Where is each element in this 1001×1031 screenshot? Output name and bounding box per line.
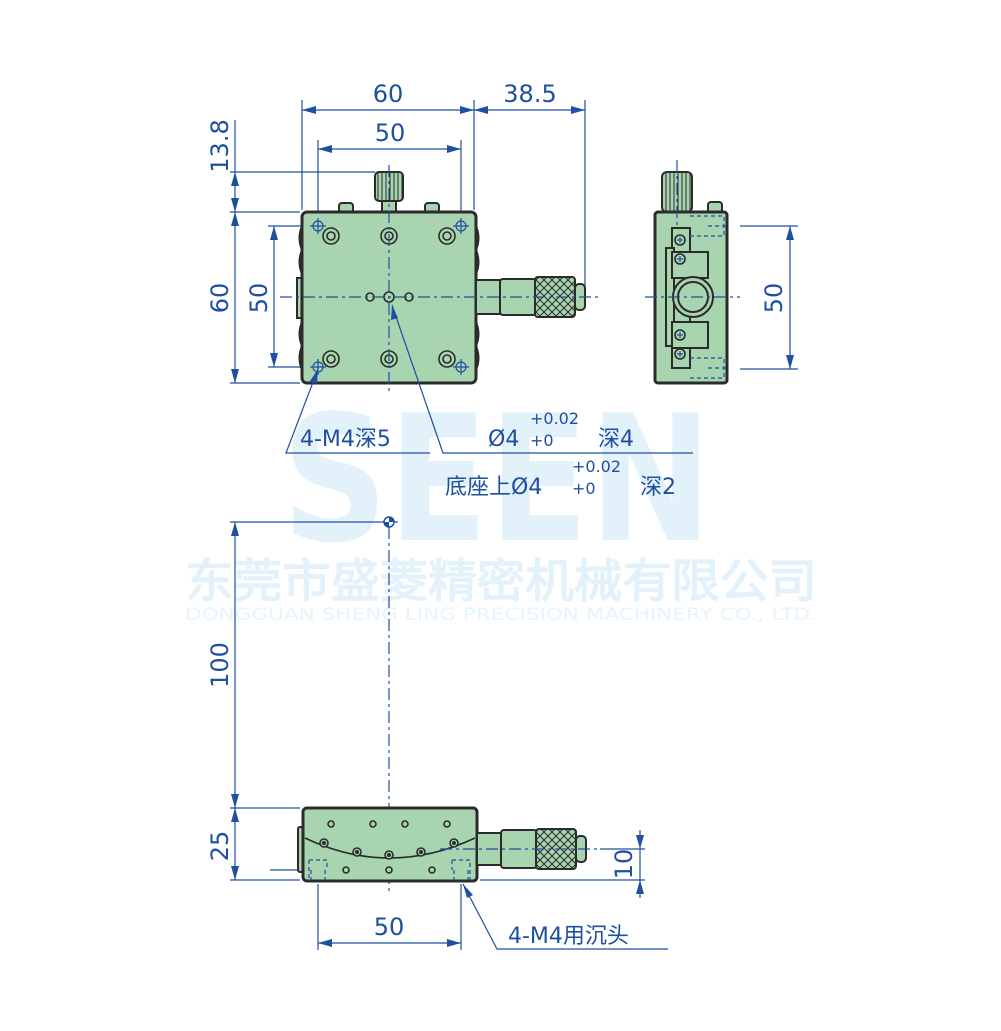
note-mount-thread: 4-M4深5	[300, 427, 391, 452]
dim-pitch-50-vertical: 50	[245, 283, 273, 314]
note-pin-depth: 深4	[598, 427, 634, 452]
note-pin-hole: Ø4	[488, 427, 519, 452]
watermark-company-en: DONGGUAN SHENG LING PRECISION MACHINERY …	[185, 605, 817, 625]
dim-pitch-50: 50	[375, 119, 406, 147]
watermark-company-cn: 东莞市盛菱精密机械有限公司	[185, 554, 817, 608]
dim-knob-13-8: 13.8	[206, 119, 234, 172]
dim-bottom-50: 50	[374, 913, 405, 941]
front-holes	[319, 820, 459, 874]
note-counterbore: 4-M4用沉头	[508, 924, 629, 949]
dim-height-60: 60	[206, 283, 234, 314]
dim-micrometer-38-5: 38.5	[503, 80, 556, 108]
mounting-holes	[310, 218, 469, 375]
watermark: SEEN 东莞市盛菱精密机械有限公司 DONGGUAN SHENG LING P…	[185, 379, 817, 625]
screw-heads	[674, 234, 686, 360]
dim-width-60: 60	[373, 80, 404, 108]
dim-offset-100: 100	[206, 642, 234, 688]
note-base-pin: 底座上Ø4	[445, 475, 542, 500]
dim-height-25: 25	[206, 831, 234, 862]
note-base-depth: 深2	[640, 475, 676, 500]
note-pin-tol-upper: +0.02	[530, 409, 579, 428]
note-base-tol-lower: +0	[572, 479, 596, 498]
note-base-tol-upper: +0.02	[572, 457, 621, 476]
side-view: 50	[645, 160, 798, 385]
dim-axis-10: 10	[610, 849, 638, 880]
side-dim-50: 50	[760, 283, 788, 314]
front-view: 100 25	[206, 516, 668, 950]
top-view: 60 38.5 50 13.8 60 50	[206, 80, 600, 395]
watermark-logo: SEEN	[282, 379, 712, 582]
note-pin-tol-lower: +0	[530, 431, 554, 450]
callouts: 4-M4深5 Ø4 +0.02 +0 深4 底座上Ø4 +0.02 +0 深2	[285, 304, 693, 500]
